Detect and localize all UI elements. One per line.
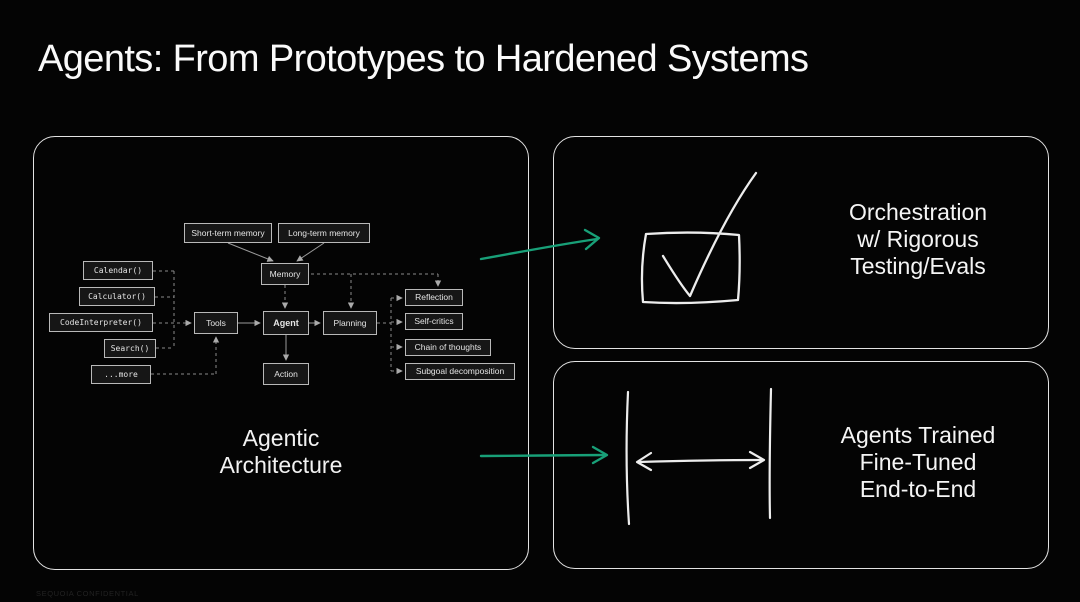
trained-line-3: End-to-End bbox=[859, 476, 977, 502]
box-short-term-memory: Short-term memory bbox=[184, 223, 272, 243]
box-more: ...more bbox=[91, 365, 151, 384]
box-calendar: Calendar() bbox=[83, 261, 153, 280]
box-long-term-memory: Long-term memory bbox=[278, 223, 370, 243]
confidential-footer: SEQUOIA CONFIDENTIAL bbox=[36, 589, 139, 598]
box-subgoal-decomposition: Subgoal decomposition bbox=[405, 363, 515, 380]
box-tools: Tools bbox=[194, 312, 238, 334]
page-title: Agents: From Prototypes to Hardened Syst… bbox=[38, 38, 809, 80]
box-memory: Memory bbox=[261, 263, 309, 285]
box-chain-of-thoughts: Chain of thoughts bbox=[405, 339, 491, 356]
box-action: Action bbox=[263, 363, 309, 385]
orchestration-line-3: Testing/Evals bbox=[850, 253, 986, 279]
box-reflection: Reflection bbox=[405, 289, 463, 306]
caption-line-1: Agentic bbox=[242, 425, 320, 451]
orchestration-panel: Orchestration w/ Rigorous Testing/Evals bbox=[553, 136, 1049, 349]
box-self-critics: Self-critics bbox=[405, 313, 463, 330]
trained-line-2: Fine-Tuned bbox=[859, 449, 977, 475]
orchestration-line-2: w/ Rigorous bbox=[857, 226, 979, 252]
agentic-architecture-panel: Short-term memory Long-term memory Memor… bbox=[33, 136, 529, 570]
caption-line-2: Architecture bbox=[219, 452, 343, 478]
trained-text: Agents Trained Fine-Tuned End-to-End bbox=[798, 422, 1038, 503]
box-code-interpreter: CodeInterpreter() bbox=[49, 313, 153, 332]
box-agent: Agent bbox=[263, 311, 309, 335]
orchestration-line-1: Orchestration bbox=[848, 199, 988, 225]
box-search: Search() bbox=[104, 339, 156, 358]
box-calculator: Calculator() bbox=[79, 287, 155, 306]
end-to-end-panel: Agents Trained Fine-Tuned End-to-End bbox=[553, 361, 1049, 569]
orchestration-text: Orchestration w/ Rigorous Testing/Evals bbox=[798, 199, 1038, 280]
trained-line-1: Agents Trained bbox=[840, 422, 996, 448]
box-planning: Planning bbox=[323, 311, 377, 335]
left-panel-caption: Agentic Architecture bbox=[156, 425, 406, 479]
